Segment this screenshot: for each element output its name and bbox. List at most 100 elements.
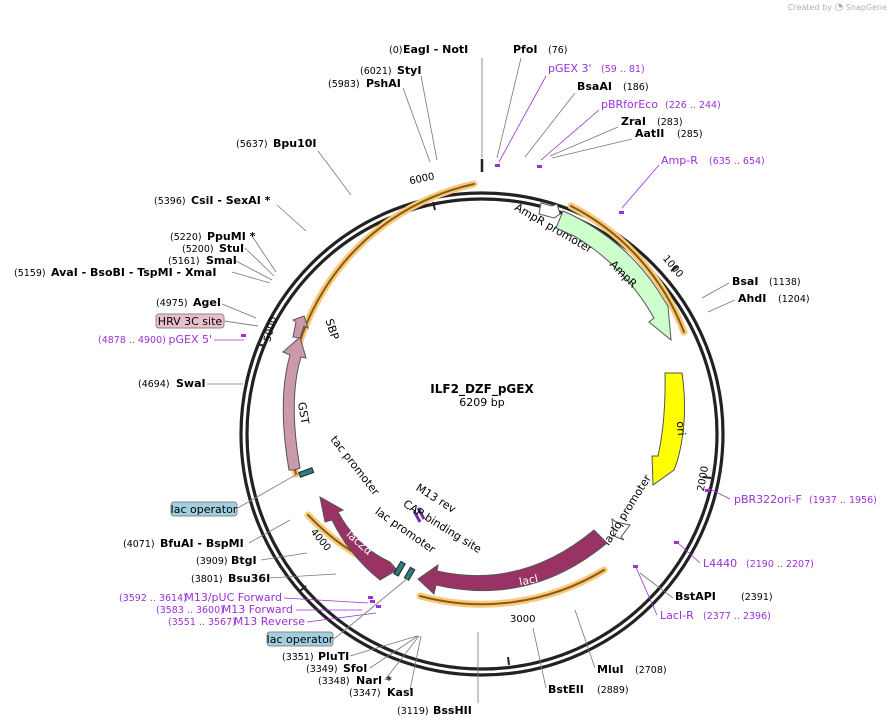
primer-binding-mark xyxy=(537,165,542,168)
restriction-site[interactable]: (5200)StuI xyxy=(182,242,275,277)
tick-label-6000: 6000 xyxy=(408,171,435,187)
restriction-site[interactable]: (2889)BstEII xyxy=(532,627,629,696)
site-position: (1138) xyxy=(769,277,801,288)
restriction-site[interactable]: (4694)SwaI xyxy=(138,377,243,390)
primer-site[interactable]: (4878 .. 4900)pGEX 5' xyxy=(98,333,246,346)
primer-site[interactable]: L4440 (2190 .. 2207) xyxy=(674,541,814,570)
lac-operator-box-lower[interactable]: lac operator xyxy=(266,577,409,647)
laci-label: lacI xyxy=(518,572,539,589)
restriction-site[interactable]: (3909)BtgI xyxy=(196,552,308,567)
ori-arrow[interactable] xyxy=(651,372,686,486)
snapgene-logo-icon: ◔ xyxy=(834,2,844,13)
primer-leader-line xyxy=(707,487,731,500)
restriction-site[interactable]: (5396)CsiI - SexAI * xyxy=(154,194,307,232)
site-leader-line xyxy=(276,204,307,232)
restriction-site[interactable]: (5637)Bpu10I xyxy=(236,137,352,196)
restriction-site[interactable]: (3347)KasI xyxy=(349,635,422,699)
laci-arrow[interactable] xyxy=(417,529,608,595)
restriction-site[interactable]: (76)PfoI xyxy=(496,43,568,159)
restriction-site[interactable]: (283)ZraI xyxy=(549,115,683,157)
site-enzyme-name: PpuMI * xyxy=(207,230,256,243)
primer-name: LacI-R xyxy=(660,609,694,622)
site-enzyme-name: PshAI xyxy=(366,77,401,90)
site-enzyme-name: ZraI xyxy=(621,115,646,128)
restriction-site[interactable]: (3801)Bsu36I xyxy=(191,572,337,585)
restriction-site[interactable]: (3348)NarI * xyxy=(318,635,420,687)
site-enzyme-name: AhdI xyxy=(738,292,766,305)
site-leader-line xyxy=(532,627,547,689)
restriction-site[interactable]: (186)BsaAI xyxy=(524,80,649,158)
restriction-site[interactable]: (4975)AgeI xyxy=(156,296,257,319)
hrv-3c-site-box[interactable]: HRV 3C site xyxy=(155,313,259,329)
restriction-site[interactable]: (2708)MluI xyxy=(574,609,667,676)
site-enzyme-name: BsaI xyxy=(732,275,758,288)
lac-operator-box-upper[interactable]: lac operator xyxy=(170,472,300,517)
site-enzyme-name: StyI xyxy=(397,64,421,77)
ampr-arrow[interactable] xyxy=(555,210,672,342)
site-position: (6021) xyxy=(360,66,392,77)
primer-range: (226 .. 244) xyxy=(665,100,721,111)
site-position: (186) xyxy=(623,82,649,93)
site-leader-line xyxy=(574,609,596,669)
restriction-site[interactable]: (1138) BsaI xyxy=(701,275,801,299)
site-leader-line xyxy=(260,552,308,561)
primer-name: M13/pUC Forward xyxy=(184,591,282,604)
plasmid-name: ILF2_DZF_pGEX xyxy=(430,382,534,397)
primer-site[interactable]: pGEX 3'(59 .. 81) xyxy=(495,62,645,167)
hrv-3c-site-label: HRV 3C site xyxy=(158,315,223,328)
site-enzyme-name: BssHII xyxy=(433,704,472,717)
primer-range: (3551 .. 3567) xyxy=(168,617,236,628)
site-position: (3801) xyxy=(191,574,223,585)
primer-leader-line xyxy=(634,564,658,616)
primer-range: (2190 .. 2207) xyxy=(746,559,814,570)
primer-site[interactable]: LacI-R(2377 .. 2396) xyxy=(633,564,771,622)
primer-binding-mark xyxy=(674,541,679,544)
m13-rev-primer-arrow[interactable] xyxy=(412,507,426,523)
site-leader-line xyxy=(317,150,352,196)
primer-leader-line xyxy=(540,109,600,161)
site-position: (5983) xyxy=(328,79,360,90)
restriction-site[interactable]: (1204)AhdI xyxy=(707,292,810,313)
restriction-site[interactable]: (0)EagI - NotI xyxy=(389,43,483,158)
site-enzyme-name: CsiI - SexAI * xyxy=(191,194,271,207)
site-leader-line xyxy=(524,92,576,158)
lac-operator-marker-lower[interactable] xyxy=(403,566,416,581)
site-enzyme-name: AgeI xyxy=(193,296,221,309)
primer-site[interactable]: (3592 .. 3614)M13/pUC Forward xyxy=(119,591,373,604)
restriction-site[interactable]: (285)AatII xyxy=(551,127,703,159)
site-enzyme-name: SmaI xyxy=(206,254,237,267)
primer-site[interactable]: pBRforEco(226 .. 244) xyxy=(537,98,721,168)
sbp-arrow[interactable] xyxy=(291,315,309,339)
restriction-site[interactable]: (6021) StyI xyxy=(360,64,438,161)
tac-lac-operator-marker[interactable] xyxy=(298,467,315,478)
ampr-promoter-arrow[interactable] xyxy=(538,202,561,219)
restriction-site[interactable]: (5220)PpuMI * xyxy=(170,230,277,273)
restriction-site[interactable]: (2391)BstAPI xyxy=(639,572,773,603)
site-enzyme-name: EagI - NotI xyxy=(403,43,468,56)
lac-operator-lower-label: lac operator xyxy=(267,633,334,646)
site-enzyme-name: StuI xyxy=(219,242,244,255)
restriction-site[interactable]: (5161)SmaI xyxy=(168,254,273,281)
site-position: (5637) xyxy=(236,139,268,150)
primer-site[interactable]: pBR322ori-F(1937 .. 1956) xyxy=(705,487,877,506)
cap-binding-site-marker[interactable] xyxy=(393,560,406,577)
site-position: (3351) xyxy=(282,652,314,663)
site-leader-line xyxy=(235,260,273,281)
primer-name: L4440 xyxy=(703,557,737,570)
lacz-arrow[interactable] xyxy=(319,496,398,581)
primer-site[interactable]: Amp-R(635 .. 654) xyxy=(619,154,765,214)
restriction-site[interactable]: (5159)AvaI - BsoBI - TspMI - XmaI xyxy=(14,266,271,284)
site-leader-line xyxy=(549,126,619,157)
ori-label: ori xyxy=(674,421,688,436)
site-position: (3119) xyxy=(397,706,429,717)
restriction-site[interactable]: (3351)PluTI xyxy=(282,635,418,663)
restriction-site[interactable]: (5983) PshAI xyxy=(328,77,431,163)
laciq-promoter-arrow[interactable] xyxy=(611,517,631,541)
site-leader-line xyxy=(268,573,337,579)
restriction-site[interactable]: (3349)SfoI xyxy=(306,635,419,675)
primer-site[interactable]: (3583 .. 3600)M13 Forward xyxy=(156,600,375,616)
site-enzyme-name: BstEII xyxy=(548,683,584,696)
restriction-site[interactable]: (4071)BfuAI - BspMI xyxy=(123,519,291,550)
restriction-site[interactable]: (3119) BssHII xyxy=(397,632,479,717)
